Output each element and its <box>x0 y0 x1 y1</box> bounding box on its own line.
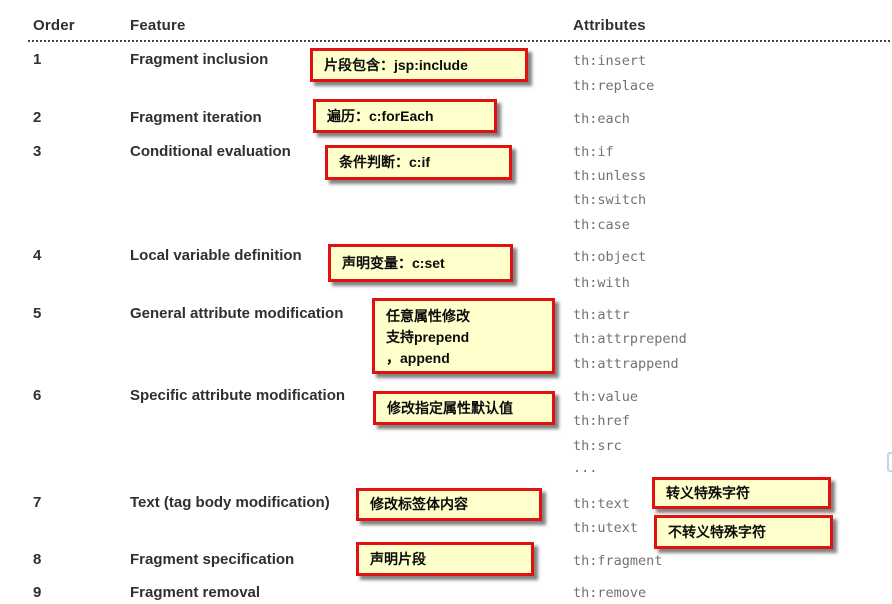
attribute-item: th:attr <box>573 307 630 323</box>
attribute-item: th:attrappend <box>573 356 679 372</box>
feature-cell: Conditional evaluation <box>130 143 291 160</box>
attribute-item: th:switch <box>573 192 647 208</box>
order-cell: 3 <box>33 143 42 160</box>
attribute-item: th:insert <box>573 53 647 69</box>
column-header-order: Order <box>33 17 75 34</box>
attribute-item: th:attrprepend <box>573 331 687 347</box>
attribute-item: th:object <box>573 249 647 265</box>
feature-cell: Fragment iteration <box>130 109 262 126</box>
attribute-item: th:if <box>573 144 614 160</box>
order-cell: 5 <box>33 305 42 322</box>
feature-cell: General attribute modification <box>130 305 344 322</box>
attribute-item: th:text <box>573 496 630 512</box>
attribute-item: th:href <box>573 413 630 429</box>
attribute-item: th:replace <box>573 78 655 94</box>
order-cell: 2 <box>33 109 42 126</box>
attribute-item: th:case <box>573 217 630 233</box>
attribute-item-ellipsis: ... <box>573 460 598 476</box>
column-header-feature: Feature <box>130 17 186 34</box>
feature-cell: Specific attribute modification <box>130 387 346 404</box>
annotation-general-attribute: 任意属性修改 支持prepend ，append <box>372 298 555 374</box>
order-cell: 4 <box>33 247 42 264</box>
header-divider <box>28 40 890 42</box>
annotation-fragment-inclusion: 片段包含：jsp:include <box>310 48 528 82</box>
feature-cell: Text (tag body modification) <box>130 494 330 511</box>
feature-cell: Local variable definition <box>130 247 302 264</box>
order-cell: 1 <box>33 51 42 68</box>
column-header-attributes: Attributes <box>573 17 646 34</box>
attribute-item: th:value <box>573 389 639 405</box>
order-cell: 9 <box>33 584 42 601</box>
attribute-item: th:each <box>573 111 630 127</box>
order-cell: 6 <box>33 387 42 404</box>
annotation-escape-chars: 转义特殊字符 <box>652 477 831 509</box>
annotation-no-escape-chars: 不转义特殊字符 <box>654 515 833 549</box>
cropped-ui-fragment <box>887 452 892 472</box>
annotation-text-body: 修改标签体内容 <box>356 488 542 521</box>
attribute-item: th:utext <box>573 520 639 536</box>
feature-cell: Fragment inclusion <box>130 51 269 68</box>
annotation-fragment-iteration: 遍历：c:forEach <box>313 99 497 133</box>
order-cell: 7 <box>33 494 42 511</box>
annotation-local-variable: 声明变量：c:set <box>328 244 513 282</box>
annotation-conditional-evaluation: 条件判断：c:if <box>325 145 512 180</box>
attribute-item: th:with <box>573 275 630 291</box>
attribute-item: th:fragment <box>573 553 663 569</box>
attribute-item: th:unless <box>573 168 647 184</box>
annotation-specific-attribute: 修改指定属性默认值 <box>373 391 555 425</box>
order-cell: 8 <box>33 551 42 568</box>
feature-cell: Fragment specification <box>130 551 295 568</box>
attribute-item: th:remove <box>573 585 647 601</box>
attribute-item: th:src <box>573 438 622 454</box>
feature-cell: Fragment removal <box>130 584 261 601</box>
annotation-fragment-specification: 声明片段 <box>356 542 534 576</box>
